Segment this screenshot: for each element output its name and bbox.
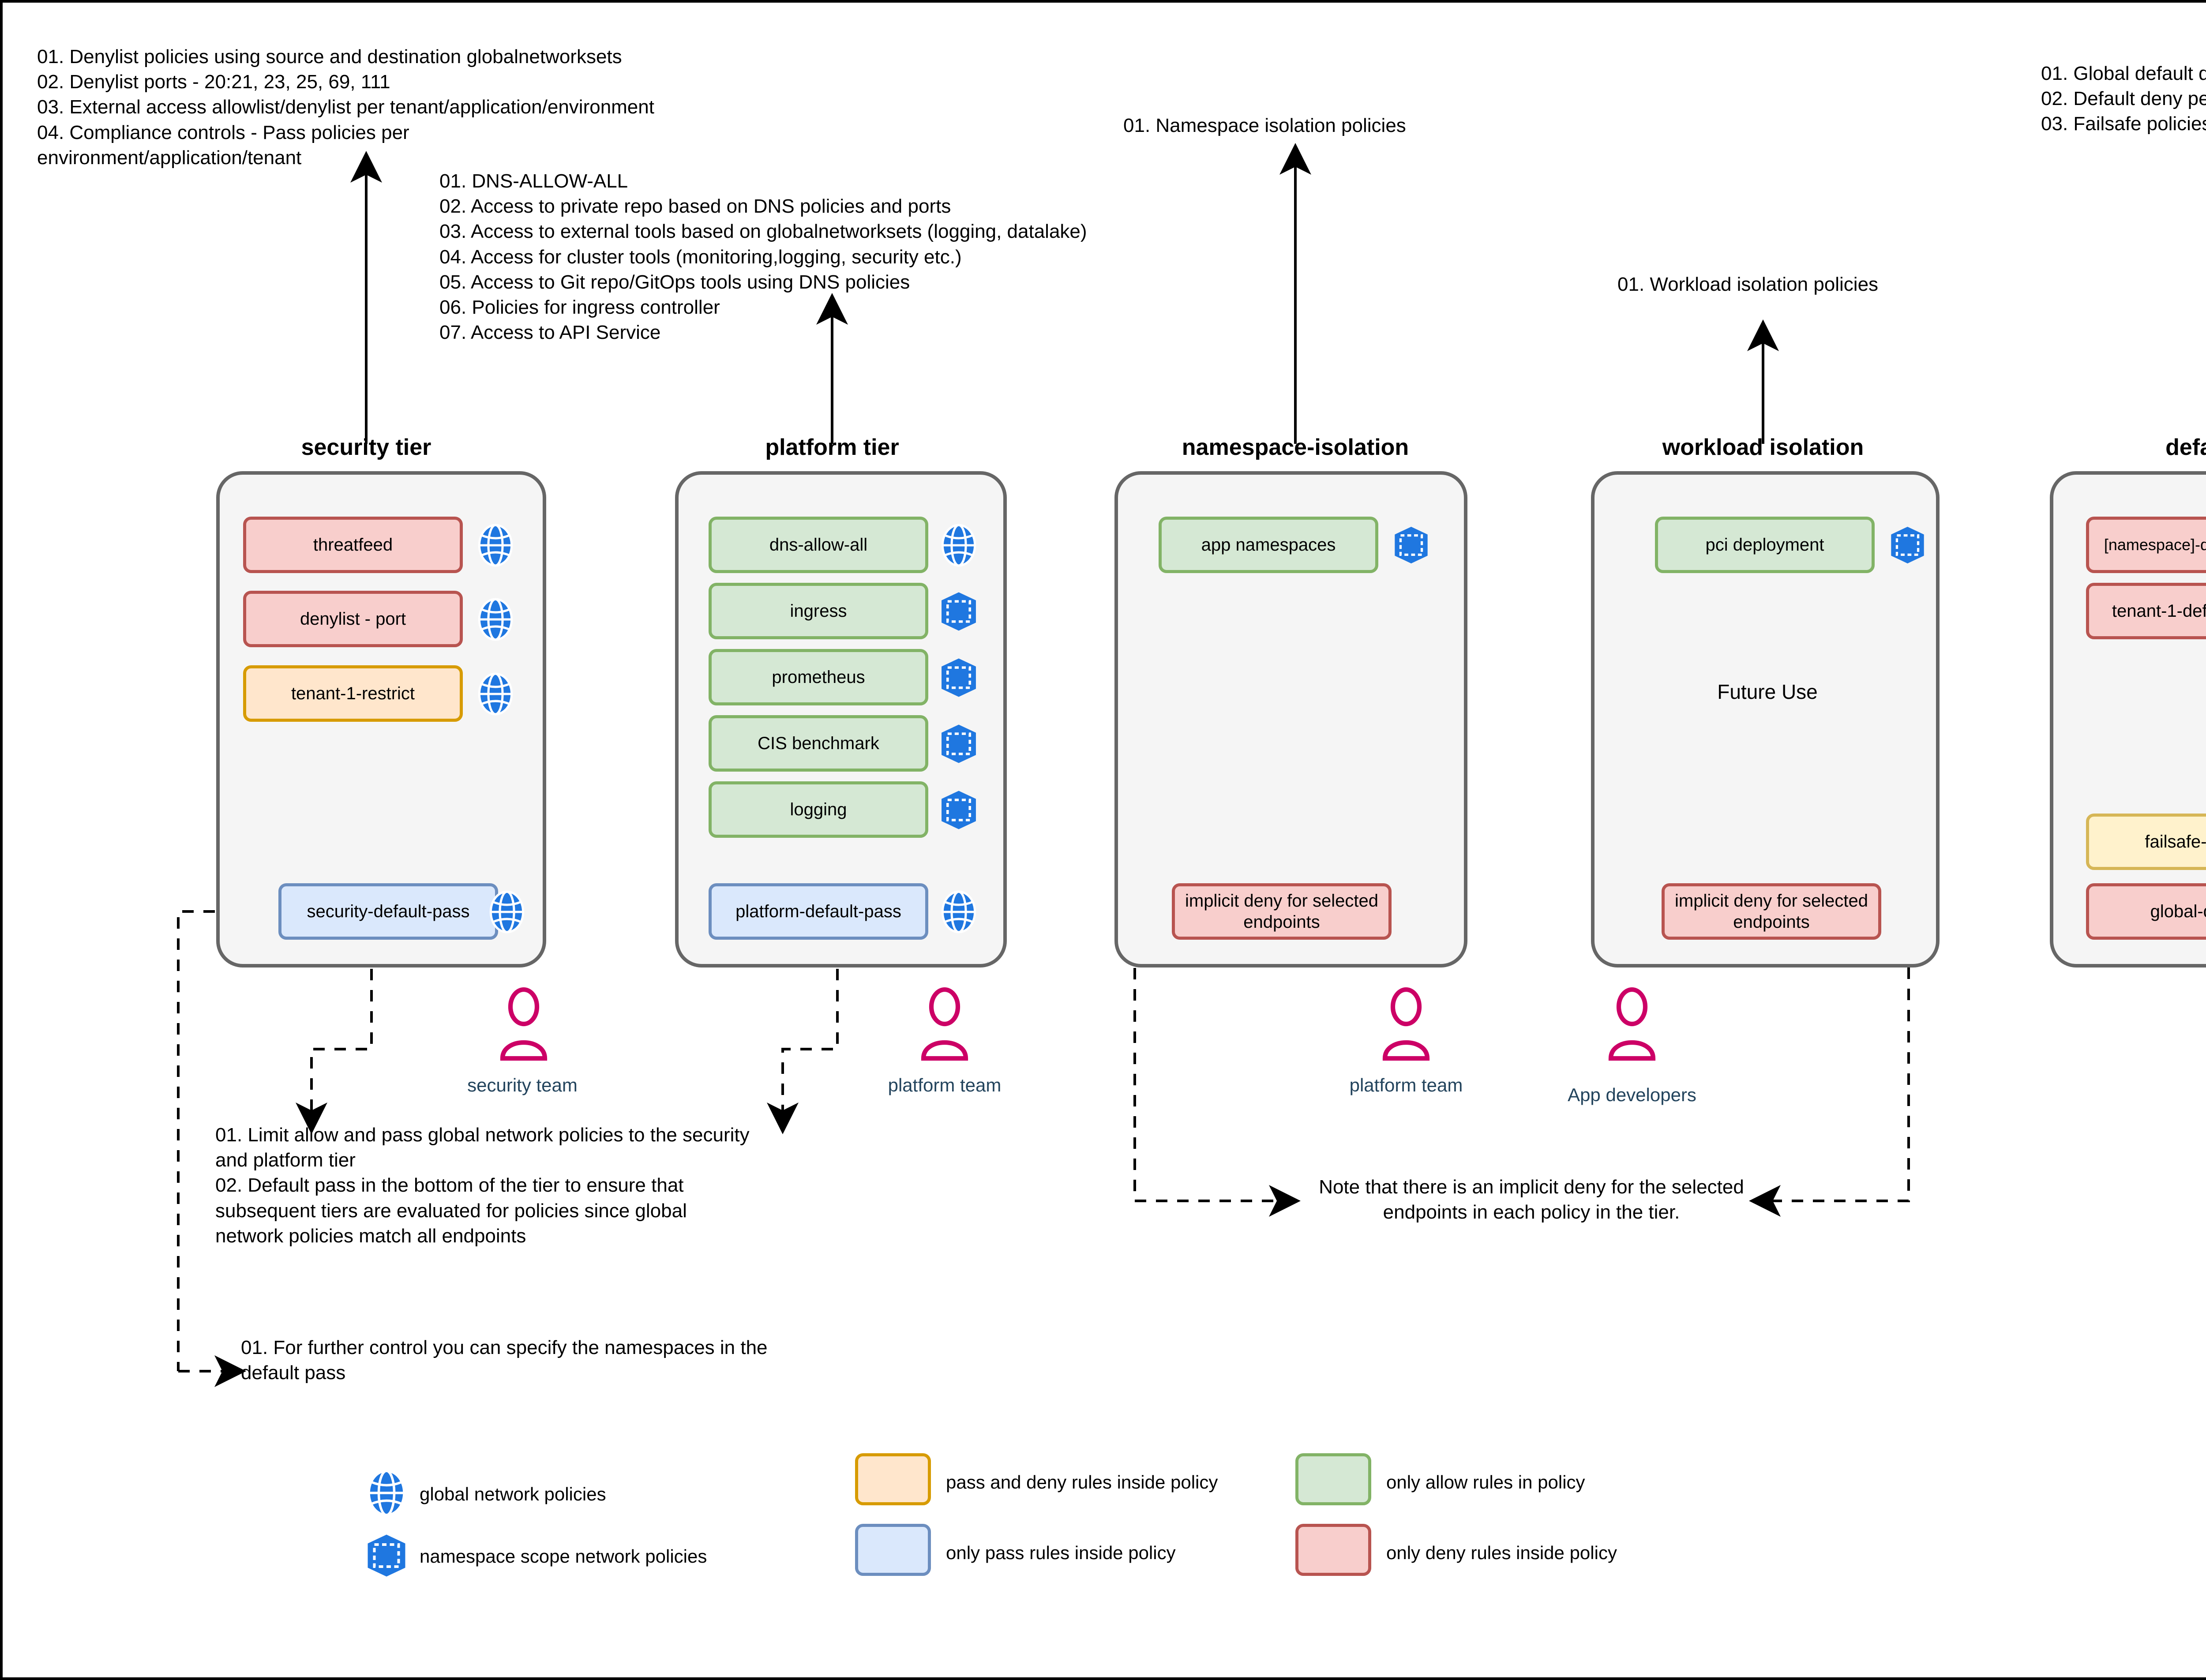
policy-ns-implicit-deny[interactable]: implicit deny for selected endpoints [1172,883,1392,940]
globe-icon [478,598,513,641]
policy-app-namespaces[interactable]: app namespaces [1159,517,1378,573]
policy-tenant-1-restrict[interactable]: tenant-1-restrict [243,665,463,722]
actor-icon [1382,987,1430,1061]
policy-pci-deployment[interactable]: pci deployment [1655,517,1875,573]
note-security-tier: 01. Denylist policies using source and d… [37,46,654,169]
namespace-icon [1891,526,1924,564]
actor-label-app-developers: App developers [1568,1084,1696,1105]
note-platform-tier: 01. DNS-ALLOW-ALL 02. Access to private … [439,170,1087,344]
actor-label-platform-team-2: platform team [1349,1075,1463,1095]
legend-label-only-deny: only deny rules inside policy [1386,1542,1617,1563]
namespace-icon [942,791,976,829]
tier-title-default: default tier [2165,435,2206,460]
namespace-icon [942,592,976,631]
policy-logging[interactable]: logging [709,781,928,838]
actor-icon [921,987,968,1061]
tier-title-security: security tier [301,435,431,460]
policy-prometheus[interactable]: prometheus [709,649,928,705]
actor-icon [500,987,548,1061]
legend-label-only-pass: only pass rules inside policy [946,1542,1176,1563]
policy-security-default-pass[interactable]: security-default-pass [278,883,498,940]
note-default-tier: 01. Global default deny 02. Default deny… [2041,63,2206,135]
wire-platform-tier-to-notes [767,969,839,1134]
policy-threatfeed[interactable]: threatfeed [243,517,463,573]
note-further-control: 01. For further control you can specify … [241,1337,768,1384]
legend-label-only-allow: only allow rules in policy [1386,1472,1585,1492]
note-bottom-left: 01. Limit allow and pass global network … [215,1124,750,1247]
legend-label-pass-and-deny: pass and deny rules inside policy [946,1472,1218,1492]
tier-title-workload-isolation: workload isolation [1662,435,1864,460]
note-workload-isolation: 01. Workload isolation policies [1617,274,1879,295]
policy-platform-default-pass[interactable]: platform-default-pass [709,883,928,940]
legend-swatch-pass [855,1524,931,1576]
namespace-icon [942,658,976,697]
globe-icon [941,890,976,934]
wire-security-tier-to-notes [296,969,373,1134]
legend-swatch-mixed [855,1453,931,1505]
policy-namespace-default-deny[interactable]: [namespace]-default-deny [2086,517,2206,573]
tier-title-namespace-isolation: namespace-isolation [1182,435,1409,460]
legend-namespace-icon [368,1534,405,1577]
actor-label-platform-team: platform team [888,1075,1002,1095]
legend-globe-icon [368,1470,405,1516]
policy-global-deny[interactable]: global-deny [2086,883,2206,940]
namespace-icon [1395,526,1428,564]
legend-swatch-deny [1295,1524,1371,1576]
legend-label-global-network-policies: global network policies [420,1484,606,1504]
policy-denylist-port[interactable]: denylist - port [243,591,463,647]
policy-dns-allow-all[interactable]: dns-allow-all [709,517,928,573]
legend-swatch-allow [1295,1453,1371,1505]
globe-icon [478,524,513,567]
actor-icon [1608,987,1656,1061]
policy-tenant-1-default-deny[interactable]: tenant-1-default-deny [2086,583,2206,639]
globe-icon [941,524,976,567]
globe-icon [489,890,525,934]
policy-failsafe-allow[interactable]: failsafe-allow [2086,814,2206,870]
namespace-icon [942,724,976,763]
tier-title-platform: platform tier [765,435,899,460]
policy-wl-implicit-deny[interactable]: implicit deny for selected endpoints [1662,883,1881,940]
globe-icon [478,672,513,716]
legend-label-namespace-scope-network-policies: namespace scope network policies [420,1546,707,1567]
workload-future-use-text: Future Use [1717,680,1818,703]
policy-cis-benchmark[interactable]: CIS benchmark [709,715,928,772]
policy-ingress[interactable]: ingress [709,583,928,639]
note-namespace-isolation: 01. Namespace isolation policies [1123,115,1406,136]
note-implicit-deny: Note that there is an implicit deny for … [1319,1176,1744,1223]
actor-label-security-team: security team [467,1075,578,1095]
